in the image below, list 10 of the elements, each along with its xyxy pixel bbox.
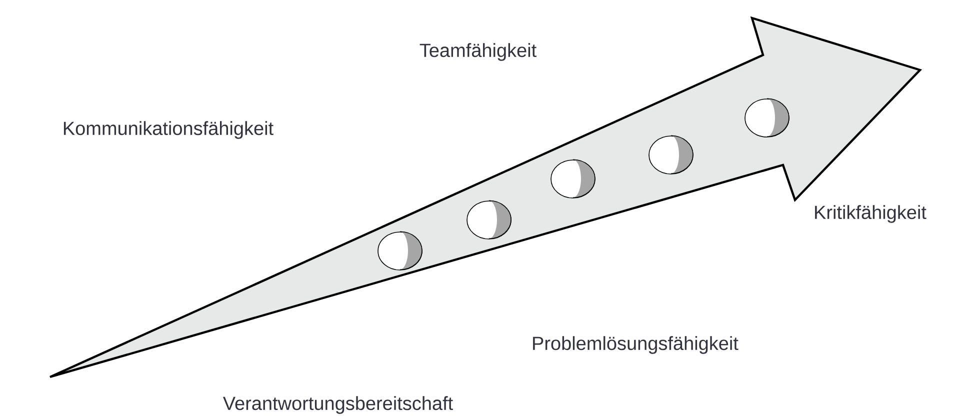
circle-marker [648,135,694,174]
circle-marker [744,98,790,138]
circle-marker [550,159,596,198]
circle-marker [466,200,512,240]
circle-marker [378,231,422,270]
skill-label: Verantwortungsbereitschaft [222,396,453,414]
skill-label: Kommunikationsfähigkeit [64,121,274,139]
skill-label: Problemlösungsfähigkeit [533,336,738,354]
skill-label: Teamfähigkeit [420,43,536,61]
skill-label: Kritikfähigkeit [815,205,926,223]
